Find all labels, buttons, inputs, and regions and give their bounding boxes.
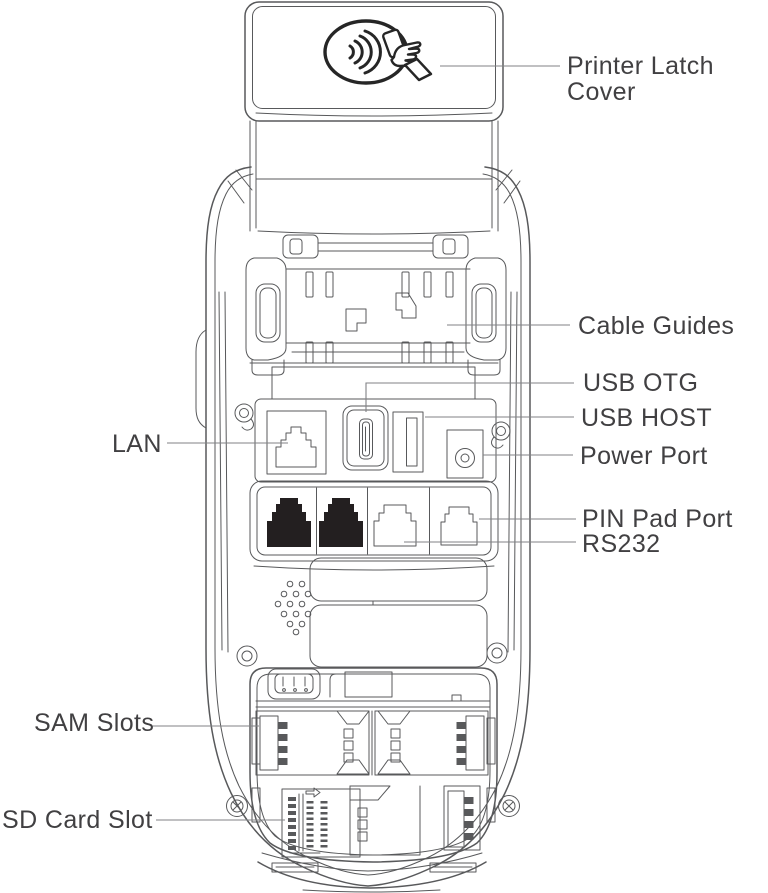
terminal-body-outline	[195, 166, 531, 893]
pin-pad-jack-2	[319, 498, 363, 547]
label-sam-slots: SAM Slots	[34, 709, 154, 737]
jack-panel	[249, 480, 499, 571]
side-bump	[195, 329, 207, 429]
card-compartment	[226, 667, 520, 873]
sim-slot-lower-right	[443, 785, 481, 851]
label-usb-host: USB HOST	[581, 404, 712, 432]
rs232-jack-2	[440, 506, 478, 546]
label-usb-otg: USB OTG	[583, 369, 698, 397]
sd-card-slot	[281, 787, 361, 858]
screw	[234, 403, 254, 431]
label-printer-latch-line1: Printer Latch	[567, 52, 714, 80]
cable-guides-area	[245, 234, 507, 400]
leader-usb-otg	[365, 382, 574, 412]
port-panel	[234, 398, 511, 483]
screw	[491, 421, 511, 449]
mid-section	[236, 557, 508, 668]
guide-pins	[305, 271, 454, 364]
label-pin-pad-port: PIN Pad Port	[582, 505, 733, 533]
usb-host-port	[392, 411, 424, 473]
label-lan: LAN	[112, 430, 162, 458]
callout-labels: Printer Latch Cover Cable Guides USB OTG…	[2, 52, 734, 834]
base-foot	[257, 861, 487, 889]
printer-latch-cover	[244, 1, 504, 122]
screw	[486, 642, 508, 664]
label-cable-guides: Cable Guides	[578, 312, 734, 340]
label-sd-card-slot: SD Card Slot	[2, 806, 153, 834]
screw	[498, 795, 520, 817]
sim-slot-lower-center	[349, 785, 421, 856]
usb-otg-port	[342, 405, 389, 471]
label-printer-latch-line2: Cover	[567, 78, 636, 106]
leader-lines	[153, 65, 576, 821]
rs232-jack-1	[373, 504, 417, 547]
speaker-holes	[274, 580, 312, 636]
contactless-payment-icon	[323, 19, 433, 85]
battery-connector	[267, 668, 321, 700]
sam-slot-left	[255, 710, 370, 776]
sam-slot-right	[374, 710, 489, 776]
label-power-port: Power Port	[580, 442, 708, 470]
paper-chamber	[227, 120, 521, 235]
screw	[226, 795, 248, 817]
label-rs232: RS232	[582, 530, 660, 558]
screw	[236, 645, 258, 667]
power-port	[446, 429, 484, 479]
pin-pad-jack-1	[267, 498, 311, 547]
